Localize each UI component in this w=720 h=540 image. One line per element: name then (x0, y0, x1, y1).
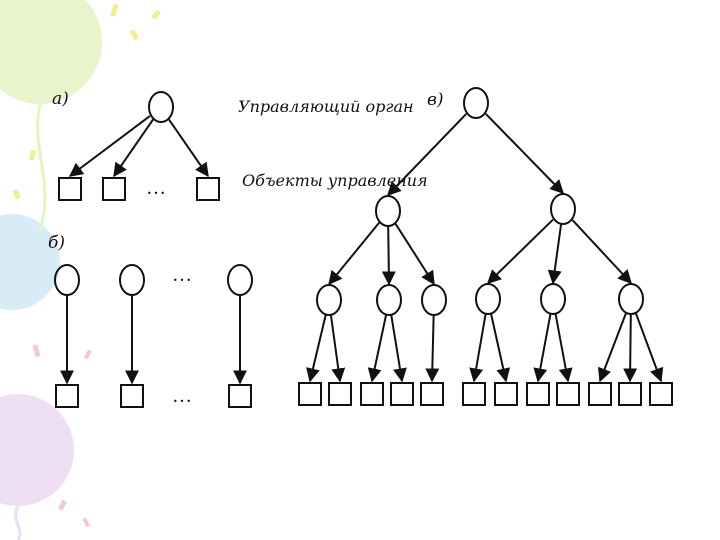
arrow-link (70, 116, 150, 176)
control-object (421, 383, 443, 405)
control-object (650, 383, 672, 405)
control-node (422, 285, 446, 315)
control-object (121, 385, 143, 407)
arrow-link (395, 224, 434, 284)
arrow-link (474, 314, 486, 381)
control-object (619, 383, 641, 405)
diagram-structures (55, 88, 672, 407)
balloon-string (38, 104, 45, 230)
label-part-b: б) (48, 233, 65, 253)
control-node (377, 285, 401, 315)
arrow-link (310, 315, 326, 381)
arrow-link (630, 314, 631, 381)
balloon-string (16, 506, 20, 540)
control-object (197, 178, 219, 200)
control-object (463, 383, 485, 405)
control-object (527, 383, 549, 405)
arrow-link (556, 314, 568, 381)
control-node (464, 88, 488, 118)
control-object (56, 385, 78, 407)
control-object (589, 383, 611, 405)
control-object (361, 383, 383, 405)
arrow-link (600, 313, 626, 381)
control-node (551, 194, 575, 224)
control-node (619, 284, 643, 314)
ellipsis-b-bottom: … (172, 385, 192, 407)
arrow-link (491, 314, 506, 381)
arrow-link (372, 315, 386, 381)
arrow-link (488, 220, 553, 283)
control-node (120, 265, 144, 295)
balloon-blue (0, 214, 60, 310)
control-node (376, 196, 400, 226)
decorative-background (0, 0, 161, 540)
control-object (391, 383, 413, 405)
arrow-link (391, 315, 402, 381)
balloon-purple (0, 394, 74, 506)
arrow-link (636, 313, 661, 381)
arrow-link (553, 224, 561, 283)
arrow-link (432, 315, 434, 381)
control-node (541, 284, 565, 314)
balloon-green (0, 0, 102, 104)
control-object (299, 383, 321, 405)
arrow-link (331, 315, 340, 381)
control-node (149, 92, 173, 122)
label-control-objects: Объекты управления (242, 171, 428, 190)
control-object (329, 383, 351, 405)
control-node (317, 285, 341, 315)
control-object (103, 178, 125, 200)
control-node (55, 265, 79, 295)
control-object (495, 383, 517, 405)
control-object (557, 383, 579, 405)
control-node (476, 284, 500, 314)
label-control-organ: Управляющий орган (238, 97, 414, 116)
arrow-link (572, 220, 631, 283)
arrow-link (486, 114, 563, 193)
arrow-link (169, 119, 208, 176)
ellipsis-b-top: … (172, 264, 192, 286)
control-node (228, 265, 252, 295)
ellipsis-a: … (146, 177, 166, 199)
control-object (229, 385, 251, 407)
arrow-link (329, 223, 379, 284)
arrow-link (388, 226, 389, 284)
label-part-a: а) (52, 89, 69, 109)
control-object (59, 178, 81, 200)
label-part-v: в) (427, 90, 444, 110)
arrow-link (538, 314, 550, 381)
